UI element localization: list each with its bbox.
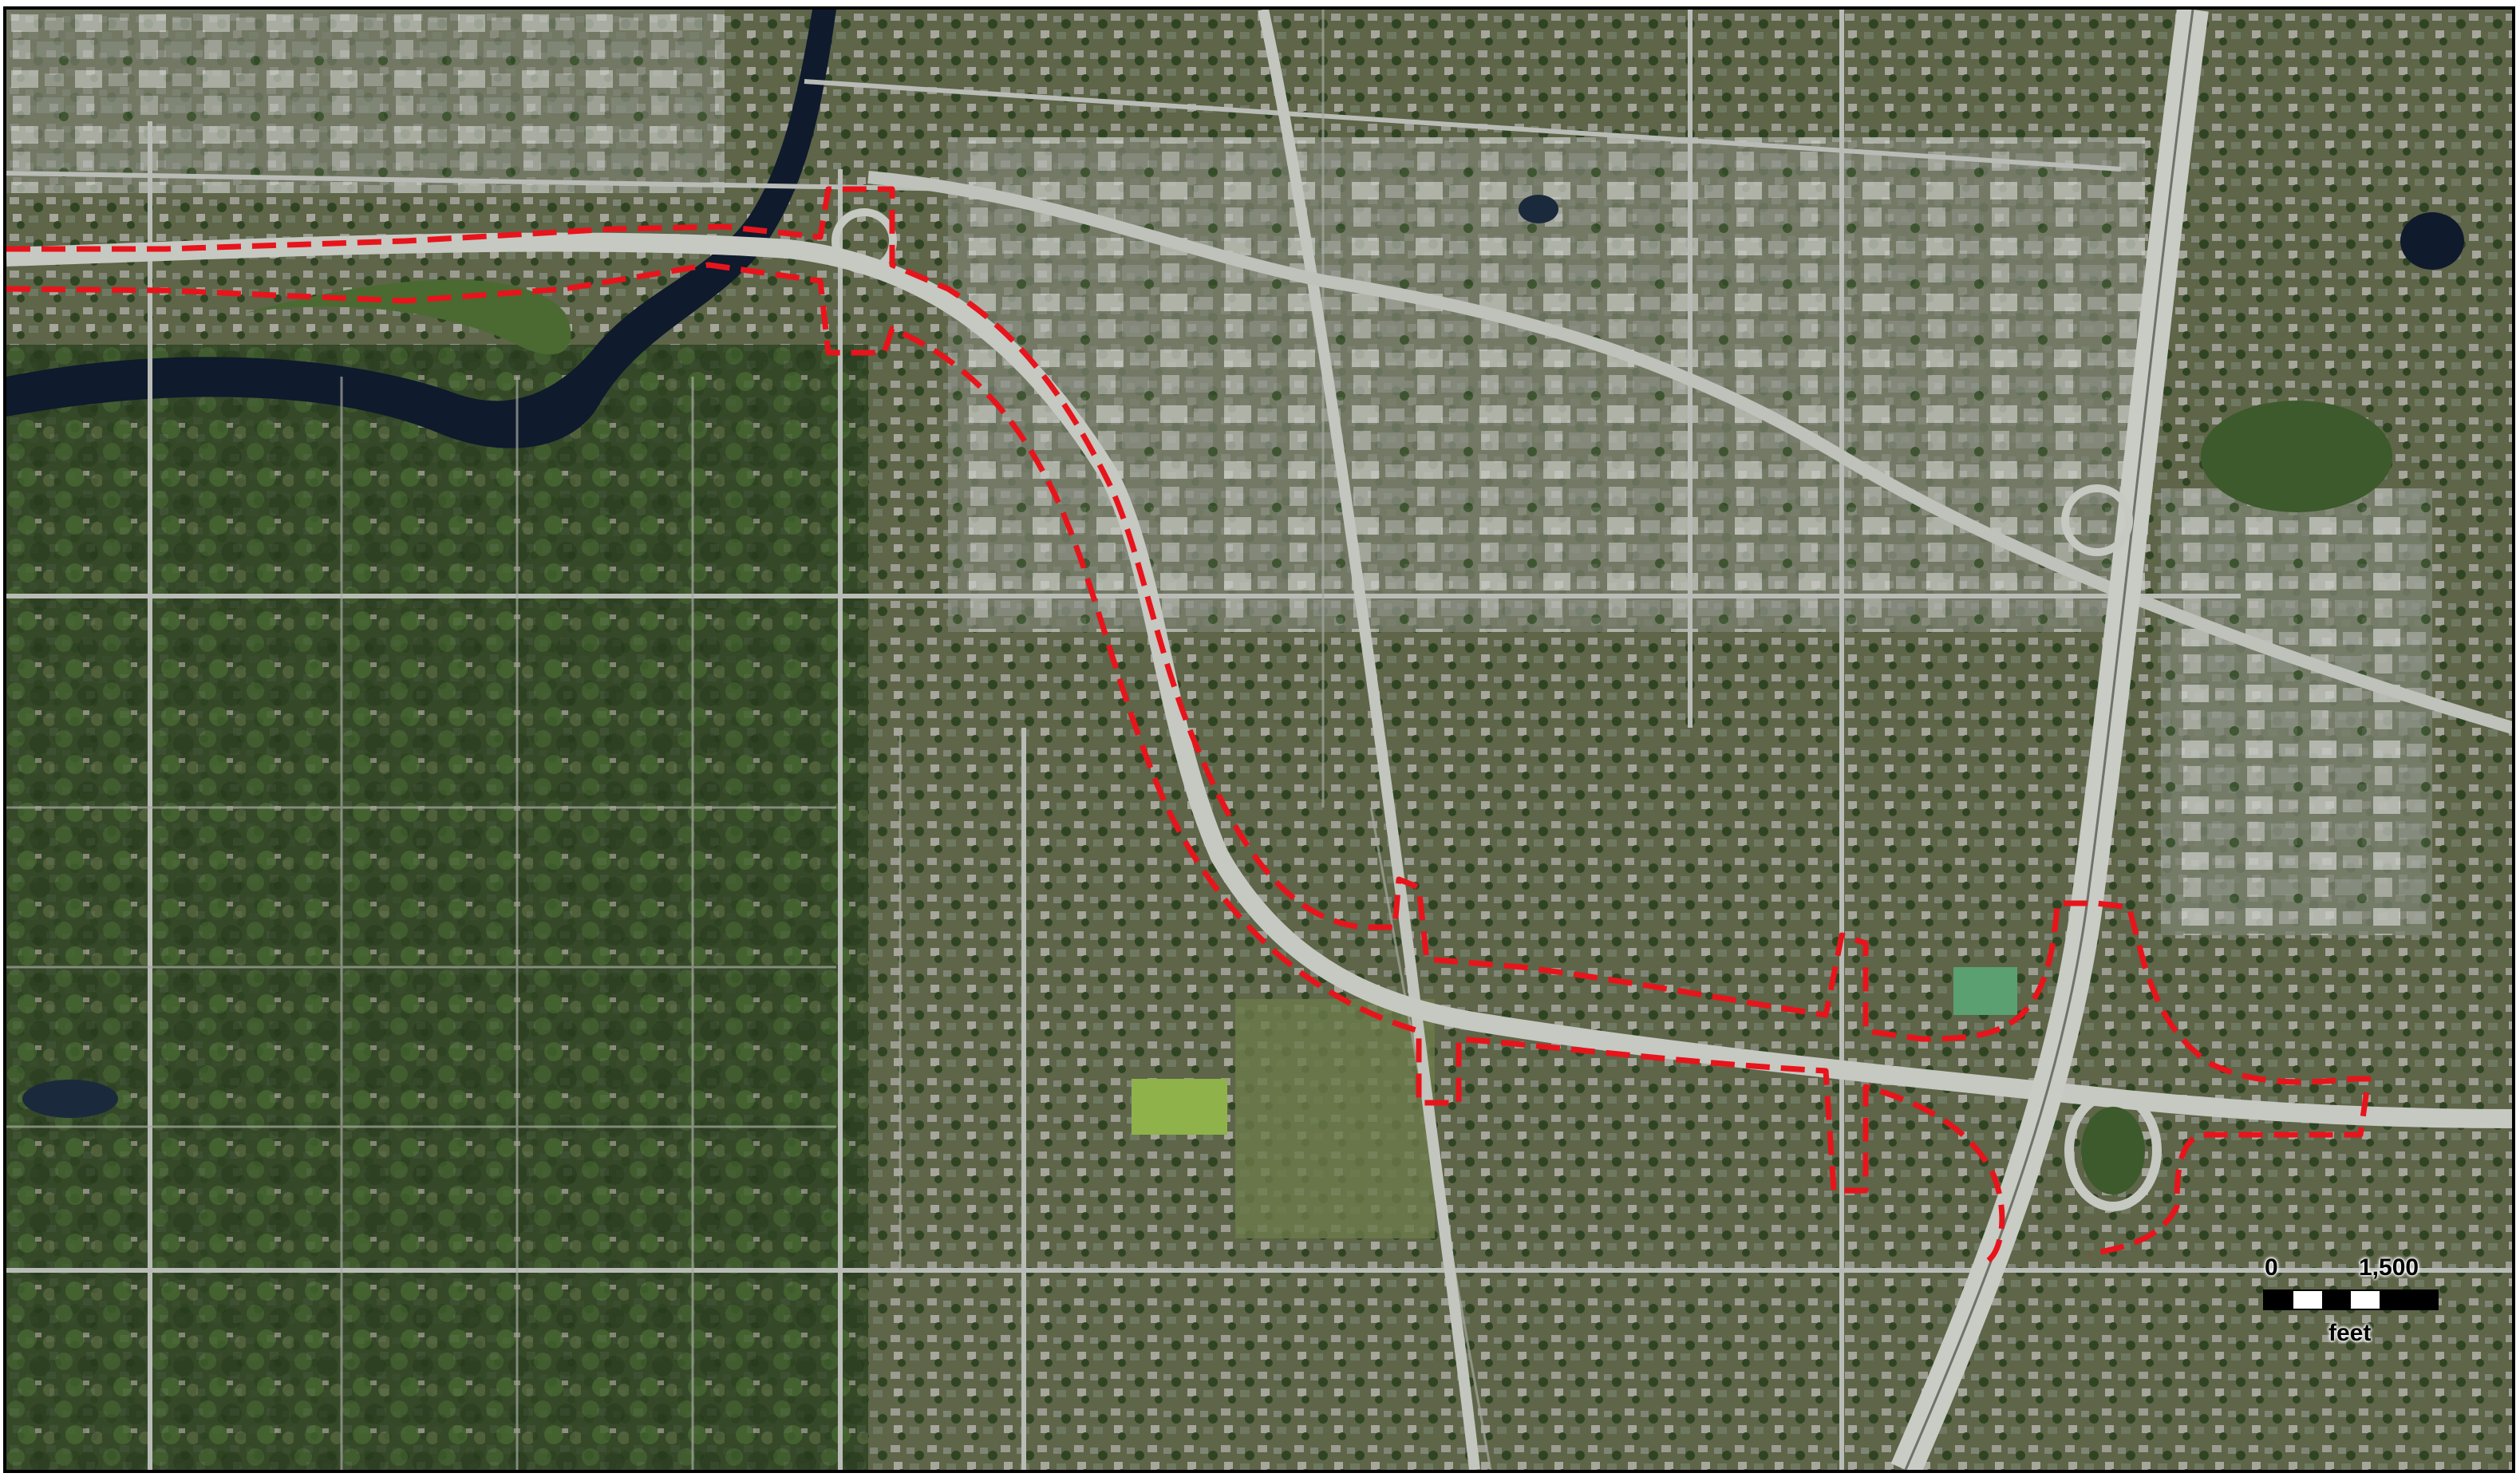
- open-field: [1235, 999, 1435, 1238]
- scale-segment: [2351, 1291, 2380, 1309]
- interstate-median: [1904, 10, 2194, 1470]
- lake: [2400, 212, 2464, 270]
- residential-tree-cover: [6, 345, 868, 1470]
- street-grid: [6, 10, 2512, 1470]
- mall-area: [2161, 488, 2432, 935]
- grass-field: [1132, 1079, 1227, 1135]
- scale-segment: [2293, 1291, 2322, 1309]
- boundary-south-segment: [6, 262, 2005, 1266]
- scale-unit-label: feet: [2328, 1320, 2372, 1346]
- scale-max-label: 1,500: [2359, 1254, 2419, 1281]
- scale-segment: [2265, 1291, 2293, 1309]
- pond: [1519, 195, 1558, 223]
- scale-zero-label: 0: [2265, 1254, 2278, 1281]
- aerial-map[interactable]: [6, 10, 2512, 1470]
- scale-segment: [2380, 1291, 2408, 1309]
- scale-bar: 0 1,500 feet: [2263, 1254, 2442, 1358]
- industrial-area: [6, 10, 725, 193]
- river: [6, 10, 836, 448]
- arterial-road: [1258, 10, 1480, 1470]
- pond-green: [1953, 967, 2017, 1015]
- study-area-boundary: [6, 186, 2372, 1266]
- pond: [22, 1080, 118, 1118]
- park-area: [2201, 401, 2392, 512]
- map-frame: 0 1,500 feet: [3, 6, 2515, 1473]
- interchange-loop: [2061, 484, 2133, 556]
- interchange-loop: [2064, 1090, 2162, 1211]
- scale-bar-segments: [2263, 1289, 2439, 1310]
- scale-segment: [2322, 1291, 2351, 1309]
- interchange-infield: [2081, 1107, 2145, 1195]
- parkway: [867, 171, 2512, 734]
- scale-segment: [2408, 1291, 2437, 1309]
- boundary-north-segment: [6, 186, 2372, 1258]
- expressway: [6, 232, 2512, 1128]
- interchange-loop: [831, 208, 897, 274]
